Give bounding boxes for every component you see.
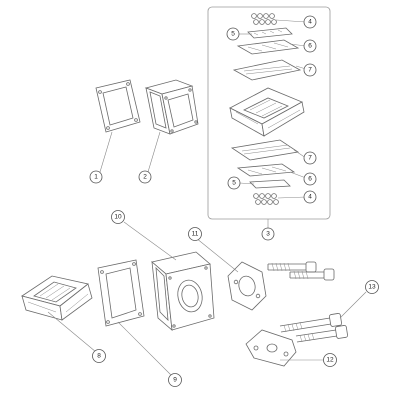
kit-reed-cage: [229, 87, 305, 137]
cover-plate: [245, 329, 297, 367]
svg-text:1: 1: [94, 174, 98, 181]
kit-screws-bottom: [253, 193, 279, 205]
callout-6-top: 6: [303, 39, 317, 53]
spacer-block-top: [144, 79, 199, 135]
svg-text:3: 3: [266, 231, 270, 238]
svg-text:11: 11: [192, 231, 199, 238]
reed-kit-group: [207, 6, 331, 229]
svg-text:6: 6: [308, 43, 312, 50]
callout-4-bottom: 4: [303, 190, 317, 204]
flange-plate: [227, 261, 267, 311]
callout-12: 12: [323, 353, 337, 367]
callout-5-bottom: 5: [227, 176, 241, 190]
callout-13: 13: [365, 280, 379, 294]
svg-text:5: 5: [231, 31, 235, 38]
svg-text:7: 7: [308, 67, 312, 74]
callout-9: 9: [168, 373, 182, 387]
callout-5-top: 5: [226, 27, 240, 41]
kit-reed-petal-top: [232, 59, 302, 81]
svg-text:10: 10: [114, 214, 122, 221]
callout-11: 11: [188, 227, 202, 241]
callout-10: 10: [111, 210, 125, 224]
svg-text:6: 6: [308, 176, 312, 183]
svg-text:8: 8: [97, 353, 101, 360]
svg-text:12: 12: [326, 357, 334, 364]
gasket-bottom: [97, 259, 145, 327]
svg-text:4: 4: [308, 19, 312, 26]
callout-1: 1: [89, 170, 103, 184]
svg-text:7: 7: [308, 155, 312, 162]
svg-text:2: 2: [143, 174, 147, 181]
callout-7-top: 7: [303, 63, 317, 77]
callout-2: 2: [138, 170, 152, 184]
callout-4-top: 4: [303, 15, 317, 29]
kit-washer-plate-bottom: [249, 179, 291, 189]
svg-text:4: 4: [308, 194, 312, 201]
callout-3: 3: [261, 227, 275, 241]
kit-washer-plate-top: [247, 27, 293, 39]
svg-text:13: 13: [368, 284, 376, 291]
callout-6-bottom: 6: [303, 172, 317, 186]
spacer-block-bottom: [151, 251, 215, 331]
callout-8: 8: [92, 349, 106, 363]
kit-stopper-bottom: [236, 163, 296, 177]
gasket-top: [95, 79, 141, 133]
kit-screws-top: [251, 13, 277, 25]
callout-7-bottom: 7: [303, 151, 317, 165]
svg-text:9: 9: [173, 377, 177, 384]
bolts-upper: [267, 261, 335, 281]
kit-reed-petal-bottom: [230, 139, 300, 161]
bolts-lower: [279, 313, 348, 343]
kit-stopper-top: [236, 39, 300, 55]
reed-cage-assembly: [21, 275, 93, 321]
svg-text:5: 5: [232, 180, 236, 187]
